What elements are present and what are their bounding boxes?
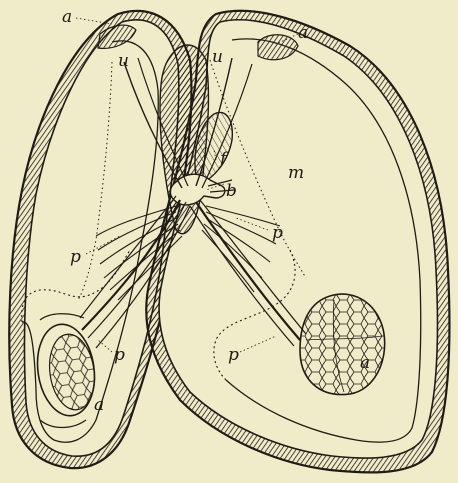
label-p-right-lower: p: [228, 345, 239, 365]
right-posterior-adductor: [300, 294, 385, 394]
label-a-bottom-left: a: [94, 395, 104, 415]
label-u-left: u: [118, 51, 129, 71]
label-p-left-upper: p: [70, 247, 81, 267]
label-p-right-upper: p: [272, 223, 283, 243]
label-b: b: [226, 181, 237, 201]
label-a-top-right: a: [298, 23, 308, 43]
label-a-bottom-right: a: [360, 353, 370, 373]
label-a-top-left: a: [62, 7, 72, 27]
label-u-right: u: [212, 47, 223, 67]
label-p-left-lower: p: [114, 345, 125, 365]
label-m: m: [288, 163, 304, 183]
